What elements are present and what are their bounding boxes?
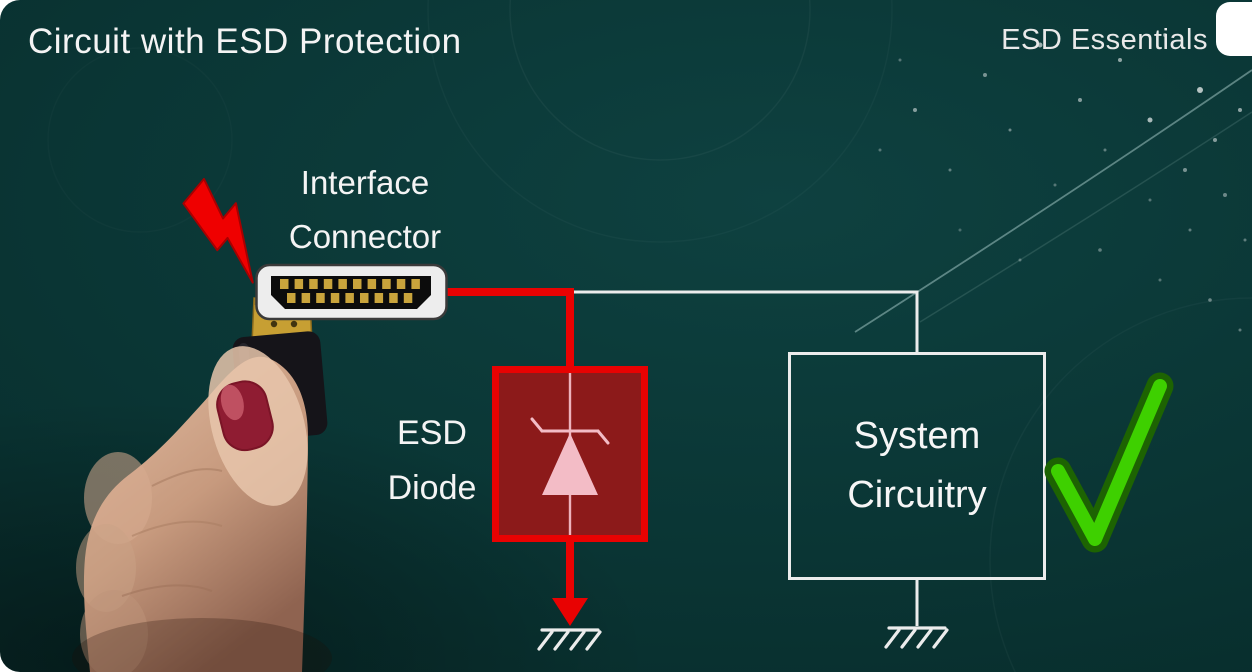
- diode-label-line2: Diode: [387, 469, 477, 508]
- checkmark-icon: [1044, 372, 1174, 553]
- brand-text: ESD Essentials: [1001, 24, 1208, 56]
- thumb-nail: [216, 380, 274, 452]
- wire-esd-path: [438, 288, 574, 372]
- connector-pins: [280, 279, 420, 303]
- ground-symbol-icon-diode: [537, 628, 602, 651]
- hand-holding-hdmi-plug-photo: [72, 297, 332, 672]
- zener-diode-symbol-icon: [530, 373, 610, 535]
- system-circuitry-box: System Circuitry: [788, 352, 1046, 580]
- esd-diode-label: ESD Diode: [368, 406, 496, 516]
- diode-label-line1: ESD: [397, 414, 467, 452]
- connector-label-line1: Interface: [300, 164, 430, 201]
- esd-diode-box: [492, 366, 648, 542]
- wire-to-system: [570, 290, 919, 354]
- hdmi-plug-metal: [251, 297, 313, 345]
- star-dots: [878, 33, 1247, 332]
- system-label-line2: Circuitry: [847, 474, 987, 516]
- page-title: Circuit with ESD Protection: [28, 22, 462, 61]
- brand-logo-icon: [1216, 2, 1252, 56]
- connector-label-line2: Connector: [288, 218, 442, 256]
- hdmi-plug-body: [232, 331, 328, 441]
- interface-connector-label: Interface Connector: [245, 156, 485, 265]
- arrow-to-ground-head: [552, 598, 588, 626]
- system-label-line1: System: [853, 415, 981, 458]
- hand-silhouette: [83, 356, 308, 672]
- ground-symbol-icon-system: [884, 626, 949, 649]
- hdmi-connector-icon: [255, 263, 448, 321]
